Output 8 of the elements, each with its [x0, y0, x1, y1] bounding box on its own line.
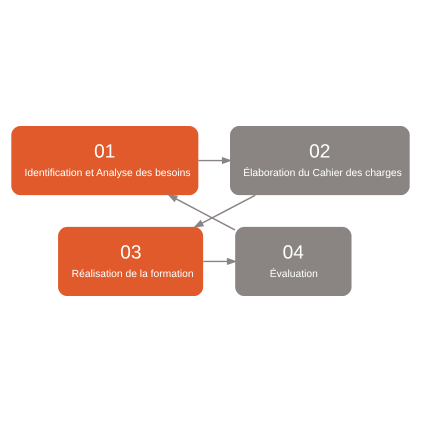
arrow	[203, 257, 238, 265]
node-box: 02 Élaboration du Cahier des charges	[230, 125, 410, 195]
node-box: 04 Évaluation	[235, 226, 352, 296]
node-box: 03 Réalisation de la formation	[58, 226, 204, 296]
arrow	[167, 194, 236, 230]
arrow	[198, 156, 232, 164]
node-box: 01 Identification et Analyse des besoins	[11, 125, 198, 195]
arrow	[193, 194, 256, 228]
